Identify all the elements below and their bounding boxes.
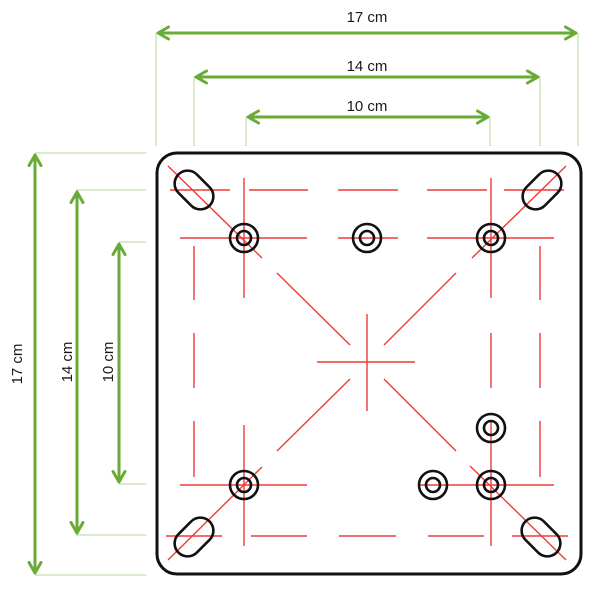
- plate-outline: [155, 151, 583, 576]
- dimension-label-17cm-horizontal: 17 cm: [347, 9, 388, 26]
- slot-bottom-right: [520, 516, 562, 558]
- hole-bottom-mid: [417, 469, 449, 501]
- vertical-dimensions: [27, 153, 127, 575]
- slot-bottom-left: [173, 516, 215, 558]
- centerlines: [166, 165, 568, 561]
- dimension-label-14cm-vertical: 14 cm: [59, 342, 76, 383]
- hole-top-right: [475, 222, 507, 254]
- hole-top-left: [228, 222, 260, 254]
- hole-bottom-left: [228, 469, 260, 501]
- dimension-label-17cm-vertical: 17 cm: [9, 344, 26, 385]
- hole-right-upper: [475, 412, 507, 444]
- dimension-label-14cm-horizontal: 14 cm: [347, 58, 388, 75]
- hole-bottom-right: [475, 469, 507, 501]
- mounting-holes: [228, 222, 507, 501]
- dimension-label-10cm-vertical: 10 cm: [100, 342, 117, 383]
- hole-top-center: [351, 222, 383, 254]
- slot-top-right: [521, 169, 563, 211]
- horizontal-dimensions: [156, 25, 578, 125]
- dimension-label-10cm-horizontal: 10 cm: [347, 98, 388, 115]
- extension-lines: [35, 33, 579, 576]
